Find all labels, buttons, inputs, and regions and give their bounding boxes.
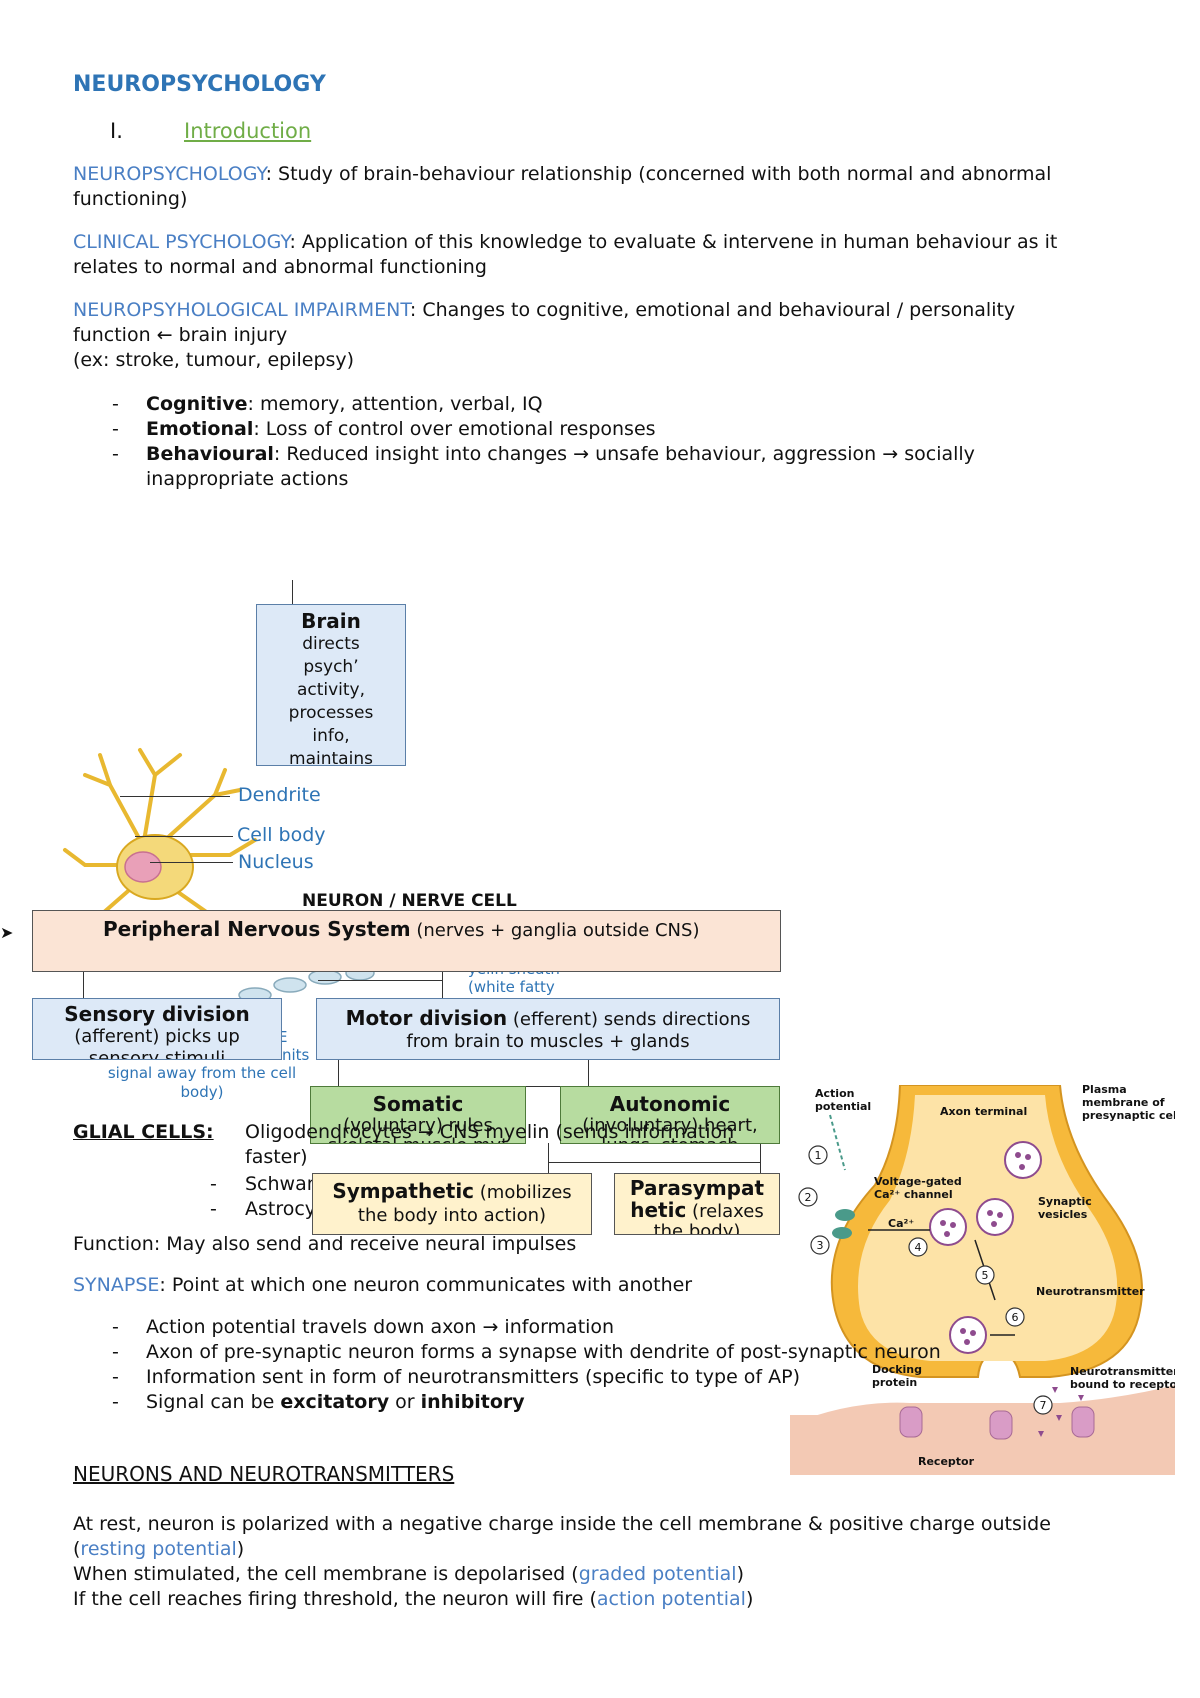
connector-line xyxy=(338,1059,339,1087)
label-nucleus: Nucleus xyxy=(238,851,314,873)
neuron-illustration xyxy=(63,748,375,1003)
leader-line xyxy=(120,796,230,797)
step-7: 7 xyxy=(1040,1399,1047,1412)
list-item: Information sent in form of neurotransmi… xyxy=(146,1366,801,1388)
list-item: Signal can be excitatory or inhibitory xyxy=(146,1391,525,1413)
definition-clinical: CLINICAL PSYCHOLOGY: Application of this… xyxy=(73,231,1058,278)
step-6: 6 xyxy=(1012,1311,1019,1324)
parasympathetic-box: Parasympat hetic (relaxes the body) xyxy=(614,1173,780,1235)
list-item: Cognitive: memory, attention, verbal, IQ xyxy=(146,393,543,415)
connector-line xyxy=(760,1143,761,1173)
definition-impairment: NEUROPSYHOLOGICAL IMPAIRMENT: Changes to… xyxy=(73,299,1016,371)
autonomic-box: Autonomic (involuntary) heart, lungs, st… xyxy=(560,1086,780,1144)
arrow-marker-icon: ➤ xyxy=(0,923,14,942)
glial-oligodendrocytes: Oligodendrocytes → CNS myelin (sends inf… xyxy=(245,1121,735,1168)
neuron-caption: NEURON / NERVE CELL xyxy=(302,891,517,911)
svg-text:Docking: Docking xyxy=(872,1363,922,1376)
term: NEUROPSYCHOLOGY xyxy=(73,163,266,185)
leader-line xyxy=(135,836,233,837)
step-3: 3 xyxy=(817,1239,824,1252)
step-4: 4 xyxy=(915,1241,922,1254)
list-item: Axon of pre-synaptic neuron forms a syna… xyxy=(146,1341,941,1363)
sympathetic-box: Sympathetic (mobilizes the body into act… xyxy=(312,1173,592,1235)
connector-line xyxy=(83,971,84,999)
term: NEUROPSYHOLOGICAL IMPAIRMENT xyxy=(73,299,410,321)
connector-line xyxy=(548,1143,549,1173)
pns-box: Peripheral Nervous System (nerves + gang… xyxy=(32,910,781,972)
section-heading: Introduction xyxy=(184,119,312,143)
leader-line xyxy=(150,862,233,863)
glial-function: Function: May also send and receive neur… xyxy=(73,1233,577,1255)
svg-text:Receptor: Receptor xyxy=(918,1455,975,1468)
motor-division-box: Motor division (efferent) sends directio… xyxy=(316,998,780,1060)
label-axon-fragment: nits xyxy=(282,1046,310,1064)
glial-heading: GLIAL CELLS: xyxy=(73,1121,214,1143)
svg-text:bound to receptor: bound to receptor xyxy=(1070,1378,1175,1391)
svg-text:Neurotransmitter: Neurotransmitter xyxy=(1070,1365,1175,1378)
svg-text:membrane of: membrane of xyxy=(1082,1096,1165,1109)
page-title: NEUROPSYCHOLOGY xyxy=(73,72,326,97)
brain-box: Brain directs psych’ activity, processes… xyxy=(256,604,406,766)
step-2: 2 xyxy=(805,1191,812,1204)
neurotransmitters-text: At rest, neuron is polarized with a nega… xyxy=(73,1513,1051,1610)
svg-text:Neurotransmitter: Neurotransmitter xyxy=(1036,1285,1145,1298)
label-dendrite: Dendrite xyxy=(238,784,321,806)
connector-line xyxy=(442,971,443,999)
list-item: Behavioural: Reduced insight into change… xyxy=(146,443,975,490)
svg-text:Action: Action xyxy=(815,1087,854,1100)
synapse-definition: SYNAPSE: Point at which one neuron commu… xyxy=(73,1274,693,1296)
connector-line xyxy=(588,1059,589,1087)
list-item: Emotional: Loss of control over emotiona… xyxy=(146,418,656,440)
svg-text:potential: potential xyxy=(815,1100,871,1113)
svg-text:Ca²⁺: Ca²⁺ xyxy=(888,1217,914,1230)
list-item: Action potential travels down axon → inf… xyxy=(146,1316,615,1338)
step-5: 5 xyxy=(982,1269,989,1282)
somatic-box: Somatic (voluntary) rules skeletal muscl… xyxy=(310,1086,526,1144)
svg-text:vesicles: vesicles xyxy=(1038,1208,1088,1221)
svg-text:presynaptic cell: presynaptic cell xyxy=(1082,1109,1175,1122)
svg-text:Voltage-gated: Voltage-gated xyxy=(874,1175,962,1188)
svg-text:protein: protein xyxy=(872,1376,917,1389)
definition-neuropsychology: NEUROPSYCHOLOGY: Study of brain-behaviou… xyxy=(73,163,1052,210)
svg-text:Synaptic: Synaptic xyxy=(1038,1195,1092,1208)
axon-terminal-label: Axon terminal xyxy=(940,1105,1027,1118)
term: CLINICAL PSYCHOLOGY xyxy=(73,231,290,253)
svg-text:Ca²⁺ channel: Ca²⁺ channel xyxy=(874,1188,953,1201)
label-cell-body: Cell body xyxy=(237,824,326,846)
section-number: I. xyxy=(110,119,123,143)
leader-line xyxy=(318,980,442,981)
synapse-figure: 1 2 3 4 5 6 7 Action potential Axon term… xyxy=(790,1085,1175,1475)
label-axon-fragment: E xyxy=(278,1028,288,1046)
section-heading-neurotransmitters: NEURONS AND NEUROTRANSMITTERS xyxy=(73,1462,455,1486)
svg-text:Plasma: Plasma xyxy=(1082,1085,1127,1096)
connector-line xyxy=(548,1162,760,1163)
step-1: 1 xyxy=(815,1149,822,1162)
connector-line xyxy=(292,580,293,604)
brain-description: directs psych’ activity, processes info,… xyxy=(288,634,374,766)
sensory-division-box: Sensory division (afferent) picks up sen… xyxy=(32,998,282,1060)
